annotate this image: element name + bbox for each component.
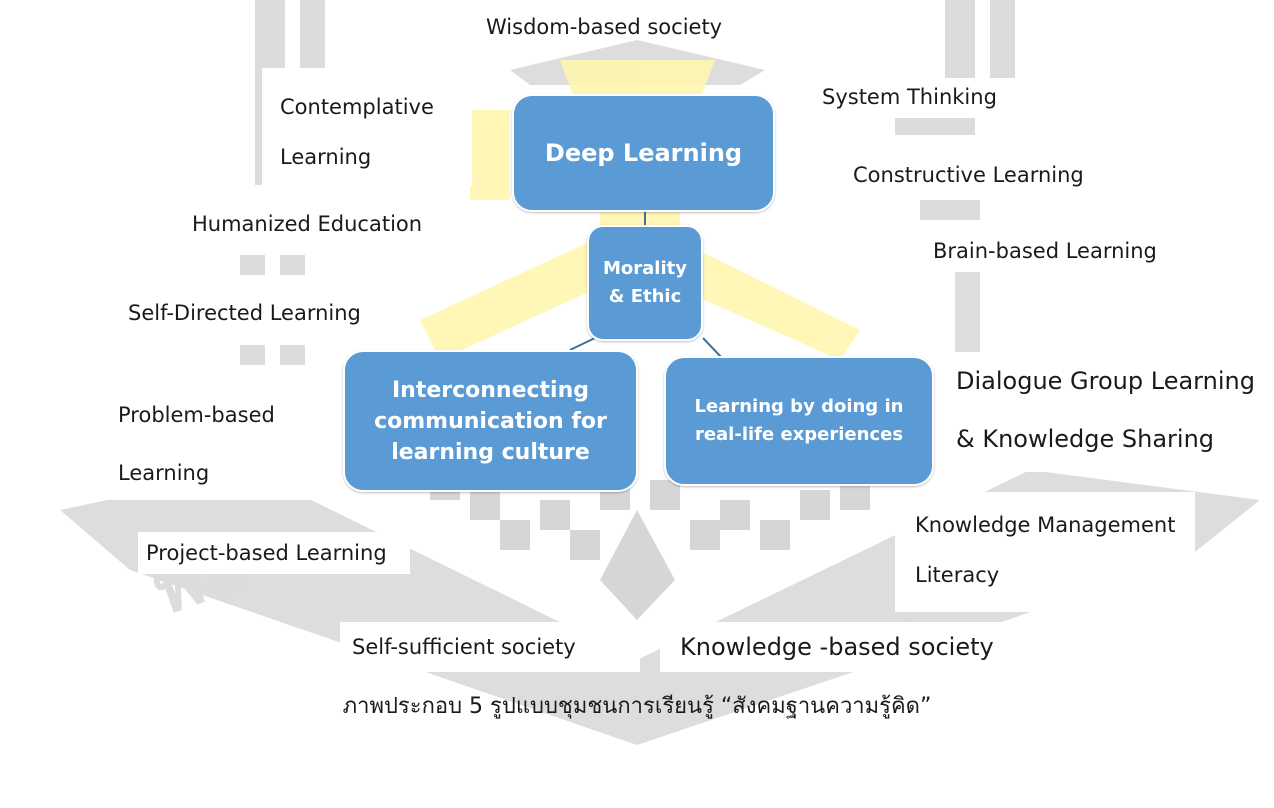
interconnecting-line2: communication for (374, 408, 607, 434)
humanized-education-label: Humanized Education (182, 205, 472, 247)
connector-morality-left (569, 337, 596, 351)
brain-based-learning-label: Brain-based Learning (915, 222, 1185, 272)
knowledge-based-society-text: Knowledge -based society (680, 633, 994, 661)
contemplative-line1: Contemplative (280, 95, 434, 119)
project-based-learning-label: Project-based Learning (138, 532, 410, 574)
deep-learning-text: Deep Learning (544, 139, 743, 167)
learning-by-doing-line2: real-life experiences (694, 424, 904, 445)
km-literacy-line2: Literacy (915, 563, 1000, 587)
self-directed-learning-text: Self-Directed Learning (128, 301, 361, 325)
connector-morality-right (702, 337, 723, 359)
constructive-learning-text: Constructive Learning (853, 163, 1084, 187)
dialogue-line2: & Knowledge Sharing (956, 425, 1215, 453)
constructive-learning-label: Constructive Learning (845, 156, 1115, 200)
interconnecting-line1: Interconnecting (391, 377, 590, 403)
problem-based-line1: Problem-based (118, 403, 275, 427)
contemplative-learning-label: Contemplative Learning (262, 68, 472, 186)
morality-line1: Morality (603, 258, 687, 279)
figure-caption: ภาพประกอบ 5 รูปแบบชุมชนการเรียนรู้ “สังค… (342, 694, 932, 719)
contemplative-line2: Learning (280, 145, 372, 169)
wisdom-based-society-text: Wisdom-based society (486, 15, 723, 39)
problem-based-line2: Learning (118, 461, 210, 485)
brain-based-learning-text: Brain-based Learning (933, 239, 1157, 263)
system-thinking-label: System Thinking (812, 78, 1062, 118)
self-sufficient-society-label: Self-sufficient society (340, 622, 640, 672)
dialogue-line1: Dialogue Group Learning (956, 367, 1255, 395)
wisdom-based-society-label: Wisdom-based society (478, 12, 758, 46)
project-based-learning-text: Project-based Learning (146, 541, 387, 565)
knowledge-management-literacy-label: Knowledge Management Literacy (895, 492, 1195, 612)
self-directed-learning-label: Self-Directed Learning (120, 294, 385, 330)
morality-line2: & Ethic (608, 286, 682, 307)
knowledge-based-society-label: Knowledge -based society (660, 622, 1048, 672)
interconnecting-communication-node: Interconnecting communication for learni… (343, 350, 638, 492)
learning-by-doing-node: Learning by doing in real-life experienc… (664, 356, 934, 486)
km-literacy-line1: Knowledge Management (915, 513, 1176, 537)
learning-by-doing-line1: Learning by doing in (694, 396, 904, 417)
system-thinking-text: System Thinking (822, 85, 997, 109)
problem-based-learning-label: Problem-based Learning (98, 382, 338, 500)
deep-learning-node: Deep Learning (512, 94, 775, 212)
dialogue-group-learning-label: Dialogue Group Learning & Knowledge Shar… (936, 352, 1274, 472)
humanized-education-text: Humanized Education (192, 212, 423, 236)
self-sufficient-society-text: Self-sufficient society (352, 635, 576, 659)
morality-ethic-node: Morality & Ethic (587, 225, 703, 341)
interconnecting-line3: learning culture (391, 439, 590, 465)
